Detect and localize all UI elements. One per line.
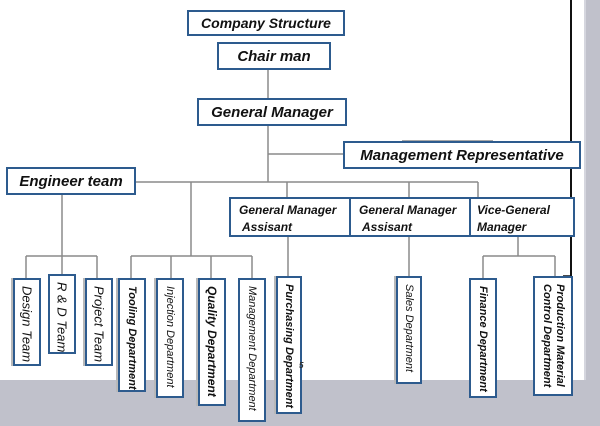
window-background-strip [586, 0, 600, 380]
diagram-title: Company Structure [201, 15, 331, 31]
title-box: Company Structure [187, 10, 345, 36]
node-quality-department: Quality Department [198, 278, 226, 406]
node-chairman: Chair man [217, 42, 331, 70]
node-engineer-team: Engineer team [6, 167, 136, 195]
node-purchasing-department: Purchasing Department [276, 276, 302, 414]
node-tooling-department: Tooling Department [118, 278, 146, 392]
node-rd-team: R & D Team [48, 274, 76, 354]
node-general-manager: General Manager [197, 98, 347, 126]
node-production-material-control-department: Production Material Control Department [533, 276, 573, 396]
page-edge [584, 0, 586, 380]
stray-text: 5 [299, 361, 304, 370]
node-gm-assistant-1: General Manager Assisant [229, 197, 351, 237]
node-sales-department: Sales Department [396, 276, 422, 384]
node-management-representative: Management Representative [343, 141, 581, 169]
node-project-team: Project Team [85, 278, 113, 366]
node-management-department: Management Department [238, 278, 266, 422]
node-design-team: Design Team [13, 278, 41, 366]
node-injection-department: Injection Department [156, 278, 184, 398]
node-gm-assistant-2: General Manager Assisant [349, 197, 471, 237]
node-finance-department: Finance Department [469, 278, 497, 398]
node-vice-general-manager: Vice-General Manager [469, 197, 575, 237]
